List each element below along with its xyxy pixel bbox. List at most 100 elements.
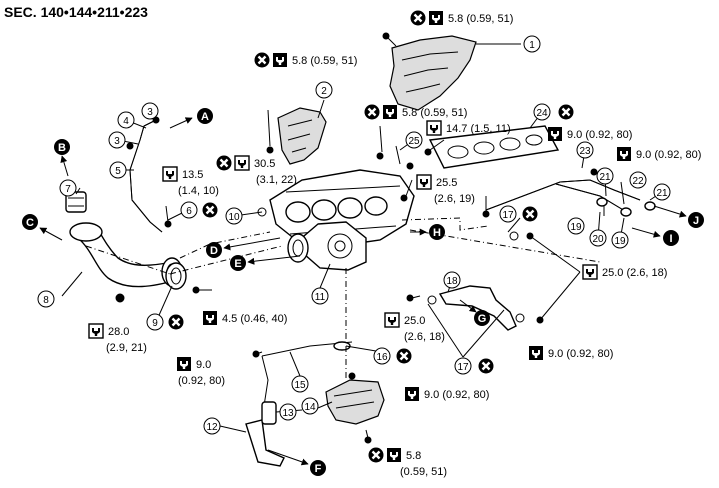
- svg-text:30.5: 30.5: [254, 158, 275, 170]
- arrow-letter-a: A: [197, 108, 213, 124]
- svg-text:1: 1: [529, 40, 535, 51]
- svg-text:H: H: [433, 227, 441, 239]
- part-number-13: 13: [279, 403, 297, 421]
- torque-spec-5-8-manifold: 5.8 (0.59, 51): [363, 103, 467, 121]
- svg-text:5.8 (0.59, 51): 5.8 (0.59, 51): [448, 13, 513, 25]
- arrow-letter-d: D: [206, 242, 222, 258]
- part-number-17b: 17: [454, 357, 472, 375]
- svg-text:10: 10: [228, 212, 240, 223]
- torque-spec-9-0-lowright: 9.0 (0.92, 80): [529, 346, 613, 360]
- svg-text:(3.1, 22): (3.1, 22): [256, 174, 297, 186]
- svg-text:25.5: 25.5: [436, 177, 457, 189]
- svg-text:14: 14: [304, 402, 316, 413]
- svg-text:19: 19: [614, 236, 626, 247]
- oil-return-bracket: [438, 285, 517, 331]
- arrow-letter-g: G: [474, 310, 490, 326]
- part-number-3a: 3: [141, 102, 159, 120]
- svg-text:21: 21: [656, 188, 668, 199]
- svg-text:15: 15: [294, 380, 306, 391]
- exhaust-manifold-gasket: [428, 125, 560, 169]
- arrow-letter-f: F: [310, 460, 326, 476]
- svg-text:8: 8: [43, 295, 49, 306]
- svg-text:5.8: 5.8: [406, 450, 421, 462]
- svg-text:3: 3: [114, 136, 120, 147]
- part-number-4: 4: [117, 111, 135, 129]
- svg-text:19: 19: [570, 222, 582, 233]
- svg-text:3: 3: [147, 107, 153, 118]
- part-number-10: 10: [225, 207, 243, 225]
- svg-text:4: 4: [123, 116, 129, 127]
- svg-text:5.8 (0.59, 51): 5.8 (0.59, 51): [292, 55, 357, 67]
- torque-spec-5-8-top: 5.8 (0.59, 51): [409, 9, 513, 27]
- svg-text:20: 20: [592, 234, 604, 245]
- part-number-21b: 21: [653, 183, 671, 201]
- svg-text:16: 16: [376, 352, 388, 363]
- svg-text:B: B: [58, 142, 66, 154]
- part-number-9: 9: [146, 313, 164, 331]
- part-number-19a: 19: [567, 217, 585, 235]
- torque-spec-13-5: 13.5 (1.4, 10): [162, 166, 219, 197]
- part-number-25: 25: [405, 131, 423, 149]
- part-number-19b: 19: [611, 231, 629, 249]
- svg-text:7: 7: [65, 184, 71, 195]
- torque-spec-25-0-right: 25.0 (2.6, 18): [582, 264, 667, 280]
- part-number-14: 14: [301, 397, 319, 415]
- svg-text:5: 5: [115, 166, 121, 177]
- svg-text:F: F: [315, 463, 322, 475]
- torque-spec-9-0-center: 9.0 (0.92, 80): [405, 387, 489, 401]
- torque-spec-9-0-lowleft: 9.0 (0.92, 80): [177, 357, 225, 387]
- svg-text:(2.6, 19): (2.6, 19): [434, 193, 475, 205]
- turbocharger: [287, 221, 367, 271]
- svg-text:9: 9: [152, 318, 158, 329]
- part-number-16: 16: [373, 347, 391, 365]
- arrow-letter-e: E: [230, 255, 246, 271]
- svg-text:(0.59, 51): (0.59, 51): [400, 466, 447, 478]
- part-number-7: 7: [59, 179, 77, 197]
- svg-text:9.0 (0.92, 80): 9.0 (0.92, 80): [424, 389, 489, 401]
- svg-text:J: J: [693, 215, 699, 227]
- svg-text:17: 17: [457, 362, 469, 373]
- svg-text:9.0: 9.0: [196, 359, 211, 371]
- torque-spec-9-0-top: 9.0 (0.92, 80): [548, 127, 632, 141]
- part-number-8: 8: [37, 290, 55, 308]
- svg-text:14.7 (1.5, 11): 14.7 (1.5, 11): [446, 123, 511, 135]
- arrow-letter-i: I: [663, 230, 679, 246]
- torque-spec-25-0-lower: 25.0 (2.6, 18): [384, 312, 445, 343]
- svg-text:4.5 (0.46, 40): 4.5 (0.46, 40): [222, 313, 287, 325]
- heat-insulator-lower: [325, 379, 385, 425]
- svg-text:12: 12: [206, 422, 218, 433]
- part-number-24: 24: [533, 103, 551, 121]
- svg-text:(1.4, 10): (1.4, 10): [178, 185, 219, 197]
- bolts: [115, 32, 598, 444]
- svg-text:9.0 (0.92, 80): 9.0 (0.92, 80): [567, 129, 632, 141]
- svg-text:13: 13: [282, 408, 294, 419]
- part-number-11: 11: [311, 287, 329, 305]
- direction-arrows: [39, 117, 687, 466]
- svg-text:25.0 (2.6, 18): 25.0 (2.6, 18): [602, 267, 667, 279]
- svg-text:(2.6, 18): (2.6, 18): [404, 331, 445, 343]
- inlet-gasket: [165, 262, 187, 290]
- svg-text:6: 6: [186, 206, 192, 217]
- heat-insulator-bracket: [277, 107, 327, 165]
- part-number-2: 2: [315, 81, 333, 99]
- air-hose-connector: [65, 191, 87, 213]
- part-number-6: 6: [180, 201, 198, 219]
- torque-spec-25-5: 25.5 (2.6, 19): [416, 174, 475, 205]
- svg-text:25.0: 25.0: [404, 315, 425, 327]
- torque-spec-14-7: 14.7 (1.5, 11): [426, 120, 511, 136]
- arrow-letter-h: H: [429, 224, 445, 240]
- torque-spec-28-0: 28.0 (2.9, 21): [88, 323, 147, 354]
- part-number-1: 1: [523, 35, 541, 53]
- svg-text:5.8 (0.59, 51): 5.8 (0.59, 51): [402, 107, 467, 119]
- arrow-letter-b: B: [54, 139, 70, 155]
- arrow-letter-j: J: [688, 212, 704, 228]
- torque-spec-5-8-bottom: 5.8 (0.59, 51): [367, 446, 447, 478]
- svg-text:A: A: [201, 111, 209, 123]
- arrow-letter-c: C: [22, 214, 38, 230]
- heat-insulator-upper: [389, 35, 477, 111]
- torque-spec-5-8-mid: 5.8 (0.59, 51): [253, 51, 357, 69]
- section-title: SEC. 140•144•211•223: [4, 4, 148, 20]
- svg-text:9.0 (0.92, 80): 9.0 (0.92, 80): [548, 348, 613, 360]
- svg-text:9.0 (0.92, 80): 9.0 (0.92, 80): [636, 149, 701, 161]
